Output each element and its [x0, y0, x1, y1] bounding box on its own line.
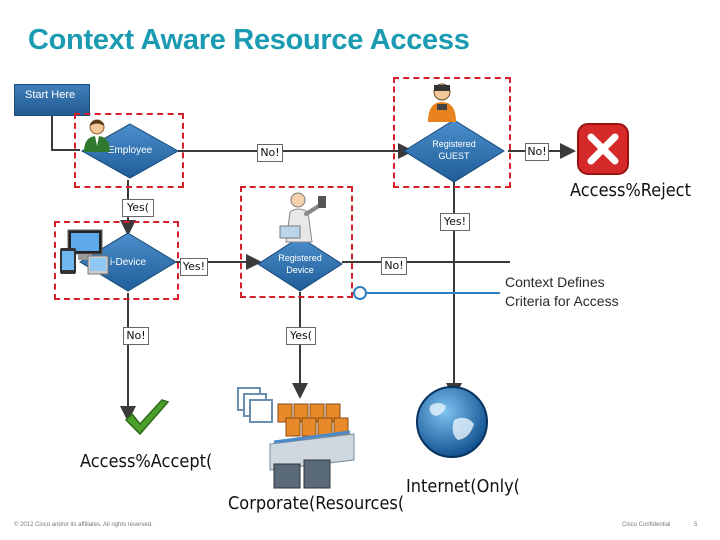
internet-globe-icon: [416, 386, 488, 458]
idevice-node-label: i-Device: [109, 257, 147, 268]
edge-label-no-idevice: No!: [123, 327, 149, 345]
employee-person-icon: [84, 119, 110, 152]
footer-copyright: © 2012 Cisco and/or its affiliates. All …: [14, 522, 153, 528]
callout-line1: Context Defines: [505, 274, 605, 290]
outcome-corporate-resources: Corporate(Resources(: [228, 493, 405, 514]
edge-label-yes-regdevice: Yes(: [286, 327, 316, 345]
guest-label-line1: Registered: [432, 139, 476, 149]
edge-label-no-guest: No!: [525, 143, 549, 161]
regdevice-diamond: [257, 236, 343, 292]
edge-label-no-employee: No!: [257, 144, 283, 162]
regdevice-node-label: Registered Device: [266, 252, 334, 276]
accept-checkmark-icon: [124, 399, 170, 436]
edge-label-yes-idevice: Yes!: [180, 258, 208, 276]
regdevice-label-line2: Device: [286, 265, 314, 275]
corporate-servers-icon: [237, 387, 355, 489]
outcome-access-reject: Access%Reject: [570, 180, 691, 201]
outcome-internet-only: Internet(Only(: [406, 476, 520, 497]
edge-label-no-regdevice: No!: [381, 257, 407, 275]
guest-diamond: [403, 119, 505, 183]
start-here-box: Start Here: [14, 84, 90, 116]
reject-x-icon: [577, 123, 629, 175]
device-user-icon: [279, 192, 326, 243]
regdevice-label-line1: Registered: [278, 253, 322, 263]
guest-label-line2: GUEST: [438, 151, 470, 161]
footer-confidential: Cisco Confidential: [622, 522, 671, 528]
employee-node-label: Employee: [107, 145, 153, 156]
guest-node-label: Registered GUEST: [420, 138, 488, 162]
callout-line2: Criteria for Access: [505, 293, 619, 309]
page-title: Context Aware Resource Access: [28, 24, 470, 56]
edge-label-yes-guest: Yes!: [440, 213, 470, 231]
connector-start-employee: [51, 116, 80, 151]
guest-person-icon: [428, 83, 456, 122]
regdevice-highlight-box: [240, 186, 353, 298]
footer-page-number: 5: [694, 522, 698, 528]
idevice-highlight-box: [54, 221, 179, 300]
devices-icon: [60, 229, 109, 275]
edge-label-yes-employee: Yes(: [122, 199, 154, 217]
callout-text: Context Defines Criteria for Access: [505, 273, 619, 311]
callout-connector: [353, 286, 500, 300]
outcome-access-accept: Access%Accept(: [80, 451, 213, 472]
guest-highlight-box: [393, 77, 511, 188]
employee-highlight-box: [74, 113, 184, 188]
